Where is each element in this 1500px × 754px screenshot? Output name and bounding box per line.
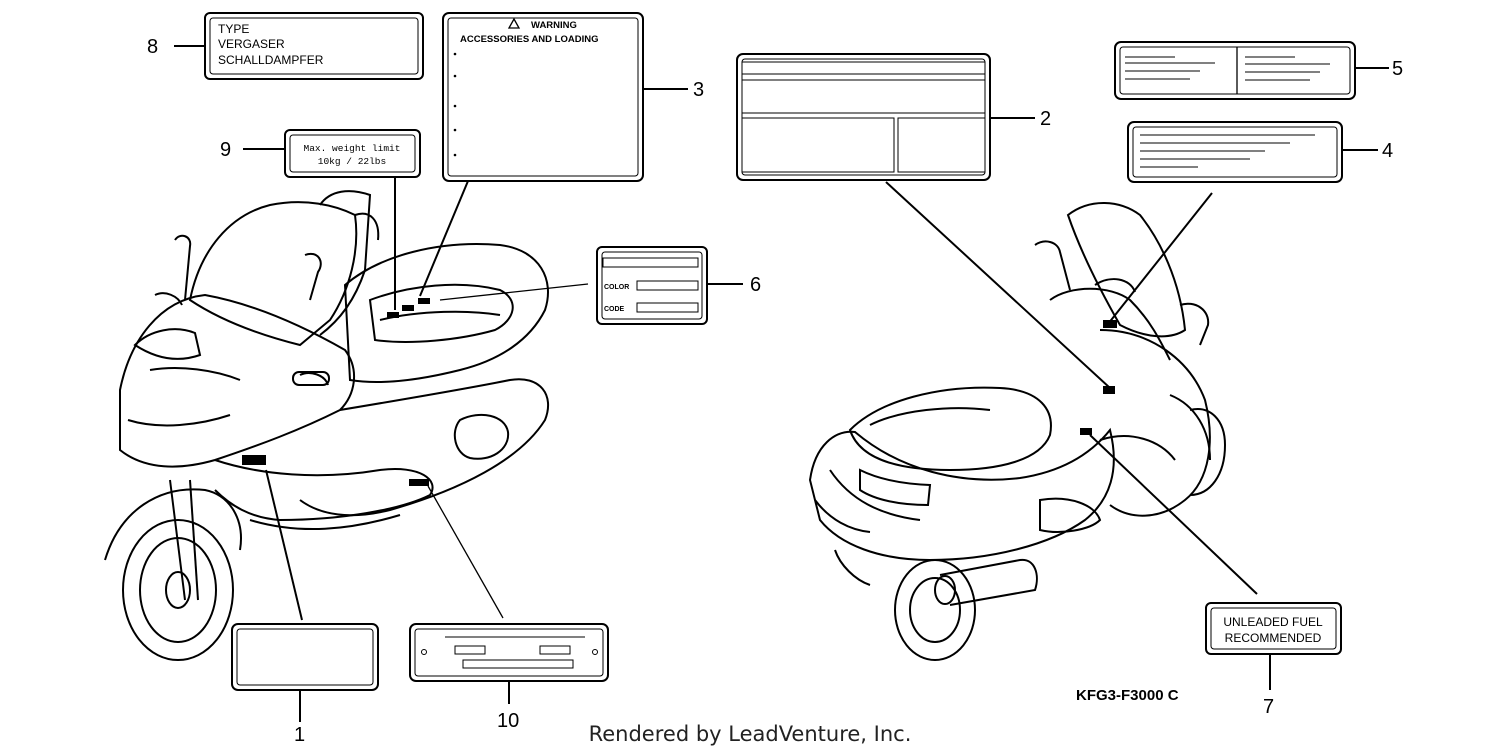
warning-triangle-icon <box>507 17 521 29</box>
schalldampfer-text: SCHALLDAMPFER <box>218 53 324 67</box>
callout-4: 4 <box>1382 140 1393 162</box>
weight-line-2: 10kg / 22lbs <box>318 156 386 167</box>
leader-line-1-to-scooter <box>265 469 303 621</box>
label-7-unleaded-fuel: UNLEADED FUEL RECOMMENDED <box>1205 602 1342 655</box>
leader-line-2-to-scooter <box>885 181 1111 389</box>
callout-7: 7 <box>1263 696 1274 718</box>
color-text: COLOR <box>604 284 629 291</box>
callout-8: 8 <box>147 36 158 58</box>
label-1-blank-plate <box>231 623 379 691</box>
part-code: KFG3-F3000 C <box>1076 687 1179 704</box>
right-scooter-illustration <box>808 202 1227 661</box>
label-4-plate <box>1127 121 1343 183</box>
left-scooter-illustration <box>104 190 550 661</box>
leader-line-4-to-scooter <box>1107 192 1213 325</box>
callout-1: 1 <box>294 724 305 746</box>
footer-credit: Rendered by LeadVenture, Inc. <box>588 722 912 746</box>
label-3-warning: WARNING ACCESSORIES AND LOADING <box>442 12 644 182</box>
weight-line-1: Max. weight limit <box>304 143 401 154</box>
callout-5: 5 <box>1392 58 1403 80</box>
leader-line-6-to-scooter <box>439 283 589 301</box>
leader-line-10-to-scooter <box>427 485 504 619</box>
callout-3: 3 <box>693 79 704 101</box>
fuel-line-2: RECOMMENDED <box>1225 631 1322 645</box>
label-5-plate <box>1114 41 1356 100</box>
code-text: CODE <box>604 306 625 313</box>
label-8-type-plate: TYPE VERGASER SCHALLDAMPFER <box>204 12 424 80</box>
leader-line-7-to-scooter <box>1089 434 1258 595</box>
vergaser-text: VERGASER <box>218 37 285 51</box>
type-text: TYPE <box>218 22 249 36</box>
fuel-line-1: UNLEADED FUEL <box>1223 615 1323 629</box>
leader-line-3-to-scooter <box>419 180 469 297</box>
warning-subtitle: ACCESSORIES AND LOADING <box>460 34 598 45</box>
label-9-weight-limit: Max. weight limit 10kg / 22lbs <box>284 129 421 178</box>
label-2-panel <box>736 53 991 181</box>
callout-2: 2 <box>1040 108 1051 130</box>
callout-6: 6 <box>750 274 761 296</box>
label-6-color-code: COLOR CODE <box>596 246 708 325</box>
callout-10: 10 <box>497 710 519 732</box>
label-10-plate <box>409 623 609 682</box>
warning-title: WARNING <box>531 20 577 31</box>
callout-9: 9 <box>220 139 231 161</box>
